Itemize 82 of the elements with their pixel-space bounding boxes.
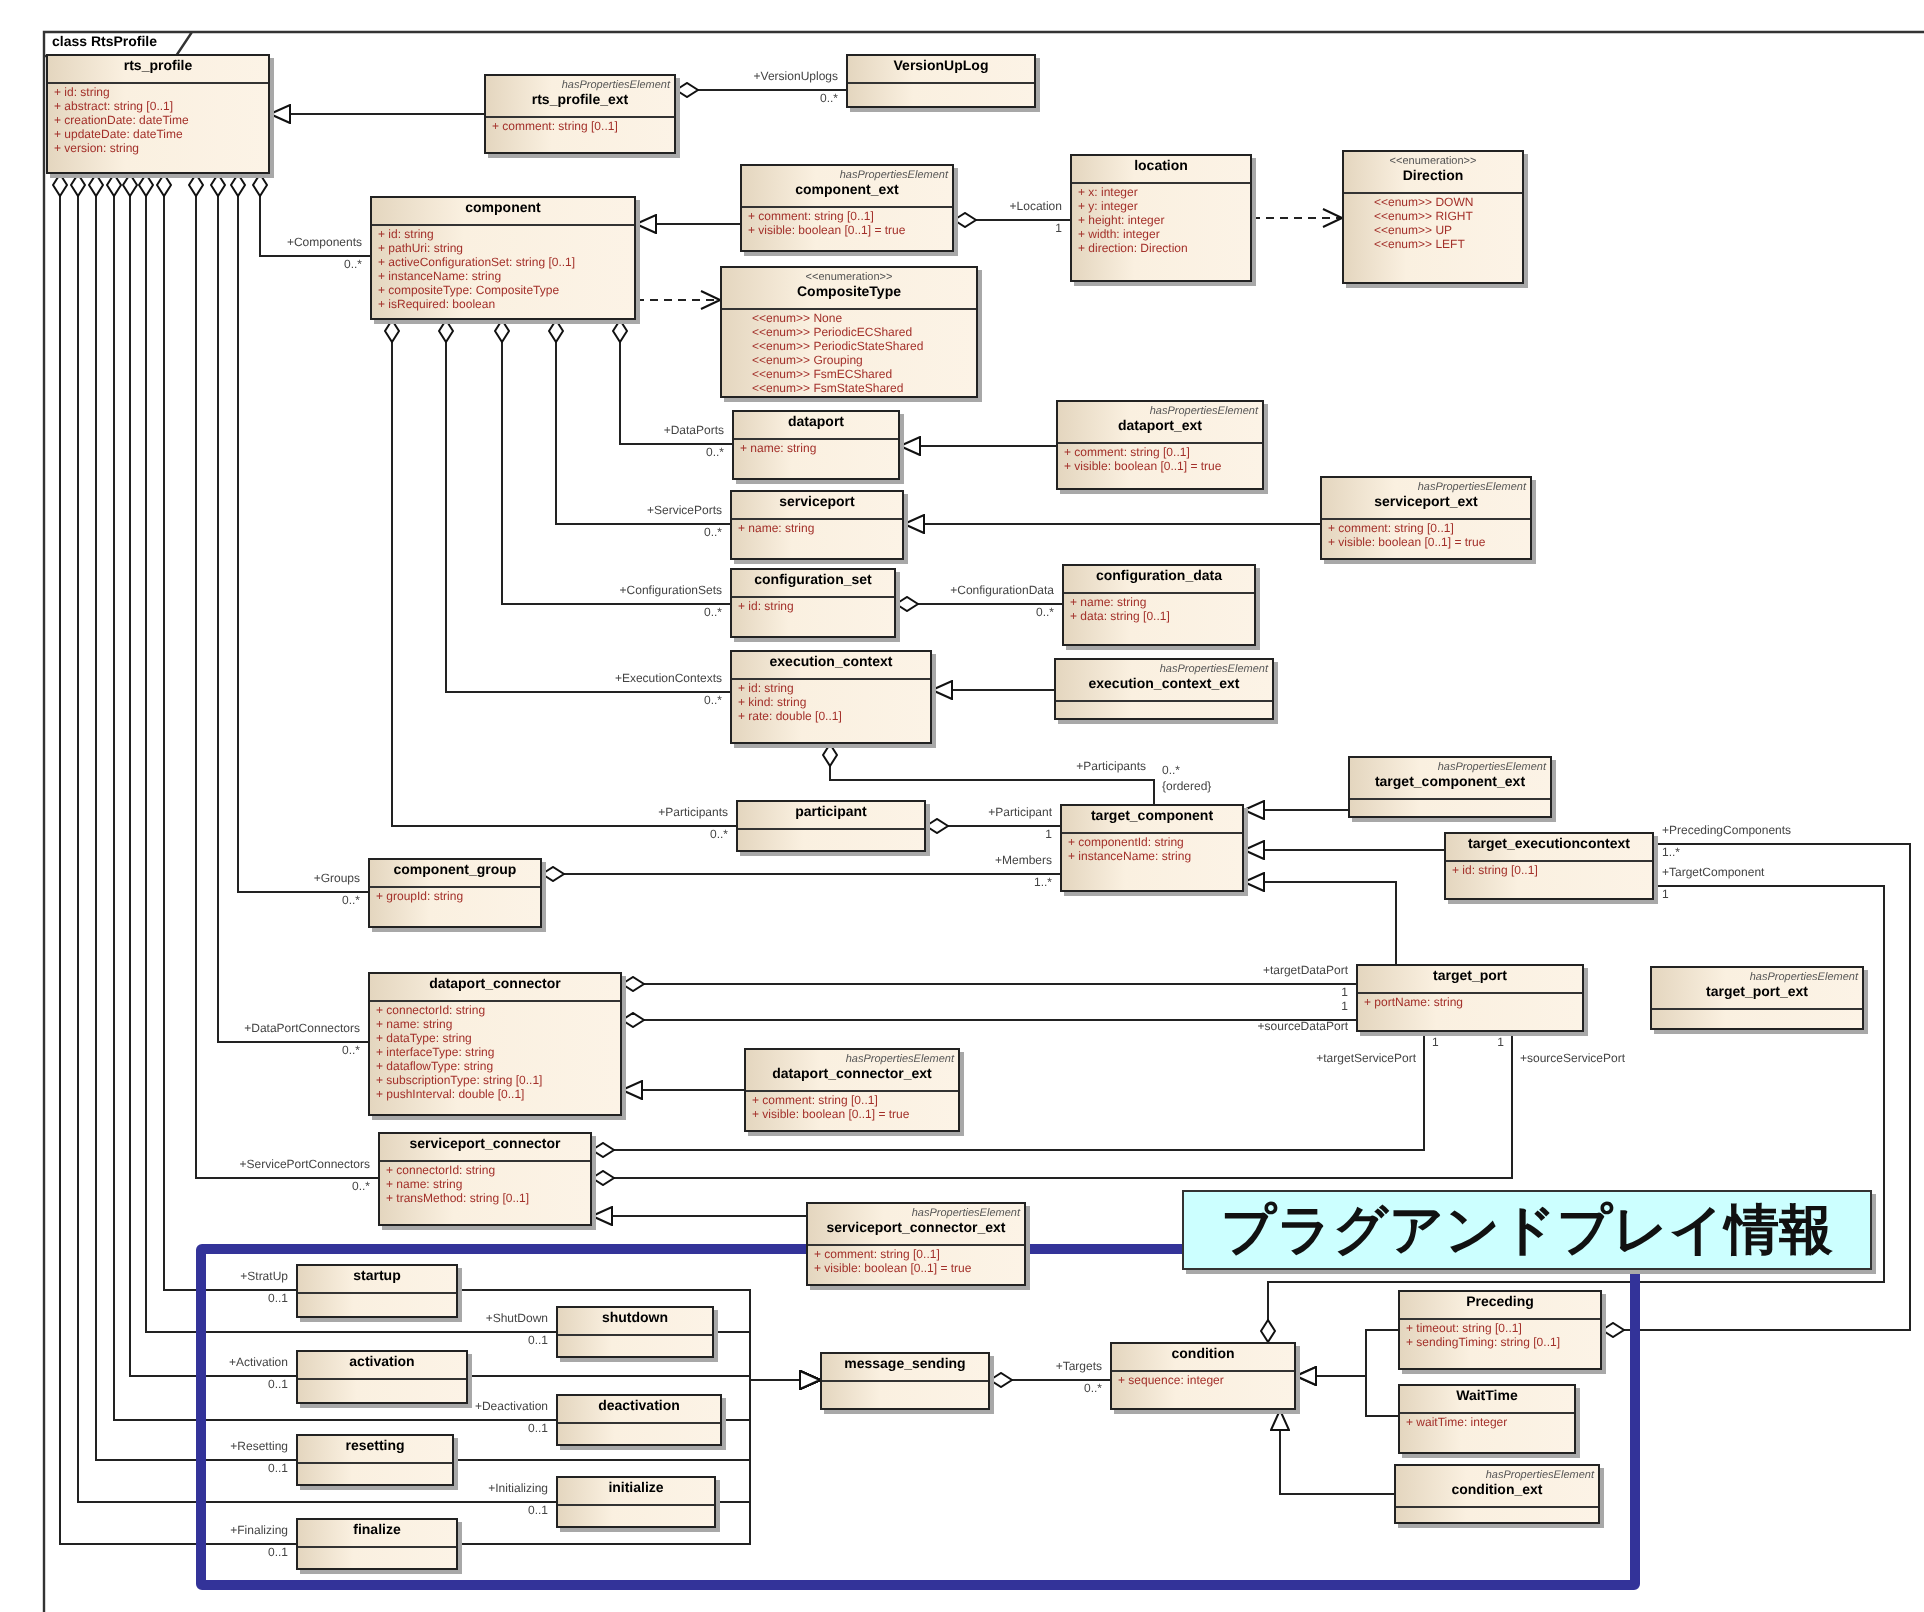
aggregation-line — [88, 173, 297, 1461]
generalization-arrow — [621, 1080, 745, 1100]
aggregation-line — [548, 319, 731, 525]
class-box — [370, 196, 636, 320]
class-box — [744, 1048, 960, 1132]
aggregation-line — [989, 1372, 1111, 1388]
class-box — [1398, 1290, 1602, 1370]
aggregation-line — [621, 1012, 1357, 1028]
aggregation-line — [953, 212, 1071, 228]
aggregation-line — [52, 173, 297, 1545]
class-box — [46, 54, 270, 174]
aggregation-line — [675, 82, 847, 98]
class-box — [1444, 832, 1654, 900]
generalization-arrow — [931, 680, 1055, 700]
class-box — [1348, 756, 1552, 818]
aggregation-line — [210, 173, 369, 1043]
class-box — [1394, 1464, 1600, 1524]
class-box — [296, 1264, 458, 1318]
generalization-arrow — [1243, 800, 1349, 820]
class-box — [740, 164, 954, 252]
class-box — [720, 266, 978, 398]
dependency-arrow — [635, 290, 721, 310]
class-box — [296, 1518, 458, 1570]
class-box — [1110, 1342, 1296, 1410]
aggregation-line — [494, 319, 731, 605]
class-box — [846, 54, 1036, 108]
class-box — [368, 972, 622, 1116]
aggregation-line — [1601, 843, 1911, 1338]
class-box — [556, 1394, 722, 1446]
class-box — [1056, 400, 1264, 490]
aggregation-line — [591, 1031, 1513, 1186]
aggregation-line — [384, 319, 737, 827]
aggregation-line — [822, 743, 1155, 805]
class-box — [1342, 150, 1524, 284]
aggregation-line — [541, 866, 1061, 882]
class-box — [730, 568, 896, 638]
class-box — [806, 1202, 1026, 1286]
generalization-arrow — [1295, 1366, 1399, 1417]
generalization-arrow — [269, 104, 485, 124]
class-box — [1054, 658, 1274, 720]
class-box — [820, 1352, 990, 1410]
generalization-arrow — [591, 1206, 807, 1226]
class-box — [1062, 564, 1256, 646]
class-box — [1650, 966, 1864, 1030]
generalization-arrow — [457, 1370, 821, 1545]
aggregation-line — [925, 818, 1061, 834]
dependency-arrow — [1251, 208, 1343, 228]
class-box — [732, 410, 900, 480]
generalization-arrow — [1243, 872, 1397, 965]
aggregation-line — [612, 319, 733, 445]
callout-box — [1182, 1190, 1872, 1270]
class-box — [730, 490, 904, 560]
aggregation-line — [438, 319, 731, 693]
aggregation-line — [230, 173, 369, 893]
generalization-arrow — [635, 214, 741, 234]
aggregation-line — [252, 173, 371, 257]
aggregation-line — [591, 1031, 1425, 1158]
class-box — [378, 1132, 592, 1226]
class-box — [296, 1350, 468, 1404]
class-box — [296, 1434, 454, 1486]
class-box — [730, 650, 932, 744]
aggregation-line — [895, 596, 1063, 612]
aggregation-line — [156, 173, 297, 1291]
class-box — [1060, 804, 1244, 892]
class-box — [1356, 964, 1584, 1032]
class-box — [1070, 154, 1252, 282]
generalization-arrow — [903, 514, 1321, 534]
aggregation-line — [1260, 885, 1885, 1343]
callout-text: プラグアンドプレイ情報 — [1221, 1198, 1833, 1266]
generalization-arrow — [1270, 1409, 1395, 1495]
aggregation-line — [621, 976, 1357, 992]
class-box — [736, 800, 926, 852]
class-box — [556, 1306, 714, 1358]
class-box — [1320, 476, 1532, 560]
aggregation-line — [188, 173, 379, 1179]
aggregation-line — [122, 173, 297, 1377]
class-box — [556, 1476, 716, 1528]
class-box — [368, 858, 542, 928]
class-box — [1398, 1384, 1576, 1454]
generalization-arrow — [899, 436, 1057, 456]
class-box — [484, 74, 676, 154]
generalization-arrow — [1243, 840, 1445, 860]
